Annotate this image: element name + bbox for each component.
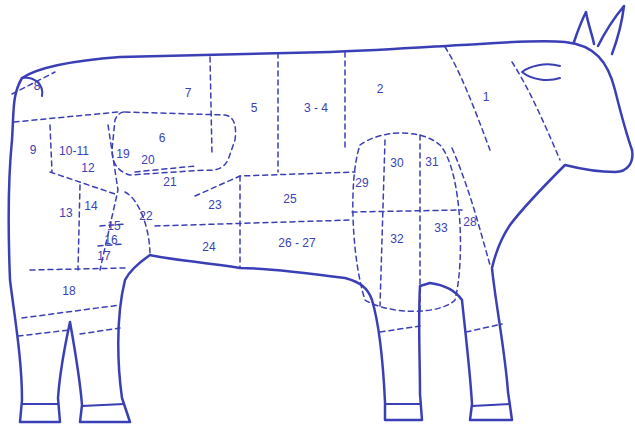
callout-number: 33 bbox=[433, 222, 448, 235]
callout-number: 32 bbox=[389, 233, 404, 246]
cow-outline bbox=[9, 41, 633, 422]
callout-number: 20 bbox=[140, 154, 155, 167]
hoof-line bbox=[22, 404, 510, 406]
callout-number: 12 bbox=[80, 162, 95, 175]
callout-number: 2 bbox=[376, 83, 385, 96]
callout-number: 28 bbox=[462, 216, 477, 229]
tail bbox=[22, 78, 42, 96]
callout-number: 17 bbox=[96, 250, 111, 263]
callout-number: 3 - 4 bbox=[303, 102, 329, 115]
horn bbox=[574, 12, 594, 44]
callout-number: 23 bbox=[207, 199, 222, 212]
callout-number: 24 bbox=[201, 241, 216, 254]
ear bbox=[522, 64, 560, 80]
callout-number: 18 bbox=[61, 285, 76, 298]
callout-number: 22 bbox=[138, 210, 153, 223]
callout-number: 8 bbox=[33, 80, 42, 93]
callout-number: 15 bbox=[106, 220, 121, 233]
callout-number: 5 bbox=[250, 102, 259, 115]
callout-number: 31 bbox=[424, 156, 439, 169]
callout-number: 25 bbox=[282, 193, 297, 206]
callout-number: 16 bbox=[103, 234, 118, 247]
callout-number: 29 bbox=[354, 177, 369, 190]
callout-number: 9 bbox=[29, 144, 38, 157]
callout-number: 1 bbox=[482, 91, 491, 104]
callout-number: 14 bbox=[83, 200, 98, 213]
callout-number: 30 bbox=[389, 157, 404, 170]
callout-number: 6 bbox=[158, 132, 167, 145]
callout-number: 19 bbox=[115, 148, 130, 161]
callout-number: 13 bbox=[58, 207, 73, 220]
horn bbox=[598, 6, 624, 54]
callout-number: 21 bbox=[162, 176, 177, 189]
callout-number: 26 - 27 bbox=[277, 237, 316, 250]
callout-number: 7 bbox=[184, 87, 193, 100]
callout-number: 10-11 bbox=[58, 145, 90, 158]
cut-lines bbox=[12, 47, 560, 336]
